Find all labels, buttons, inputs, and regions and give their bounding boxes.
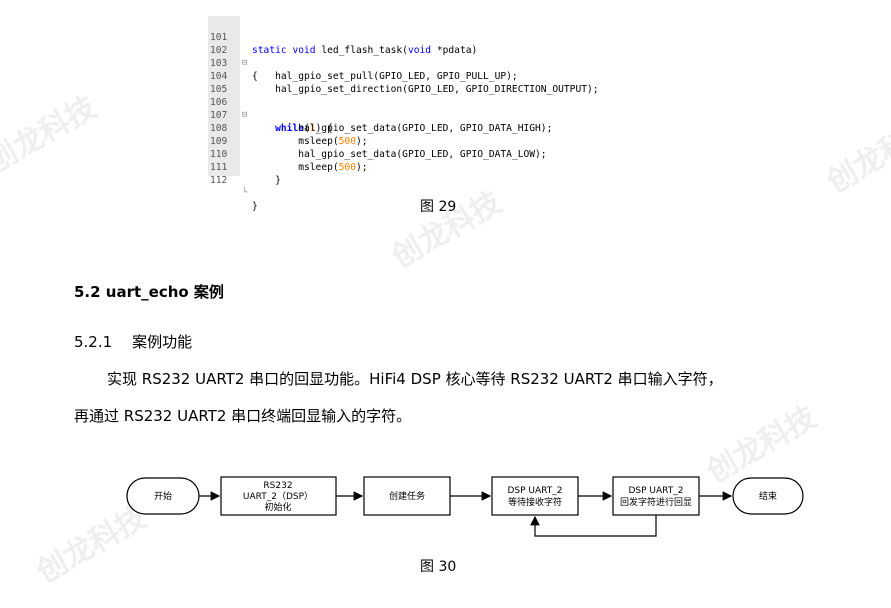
subsection-number: 5.2.1 bbox=[74, 333, 113, 351]
watermark: 创龙科技 bbox=[386, 184, 508, 276]
code-line: 112 └ } bbox=[208, 161, 664, 212]
init-label-line: 初始化 bbox=[264, 501, 291, 513]
code-line: 104 hal_gpio_set_direction(GPIO_LED, GPI… bbox=[208, 57, 664, 95]
subsection-heading: 5.2.1 案例功能 bbox=[74, 331, 192, 352]
param-text: *pdata) bbox=[431, 45, 478, 56]
code-text: } bbox=[252, 201, 258, 212]
end-label: 结束 bbox=[759, 490, 777, 502]
function-name: led_flash_task( bbox=[315, 45, 408, 56]
init-label-line: UART_2（DSP） bbox=[243, 491, 313, 502]
function-name: msleep( bbox=[298, 162, 339, 173]
line-number: 109 bbox=[210, 136, 228, 147]
code-line: 103 hal_gpio_set_pull(GPIO_LED, GPIO_PUL… bbox=[208, 44, 664, 82]
code-listing: 101 static void led_flash_task(void *pda… bbox=[208, 16, 664, 212]
code-line: 102 ⊟ { bbox=[208, 31, 664, 82]
keyword: while bbox=[275, 123, 304, 134]
echo-label-line: 回发字符进行回显 bbox=[620, 496, 692, 508]
code-line: 105 bbox=[208, 70, 664, 95]
echo-label-line: DSP UART_2 bbox=[629, 486, 684, 496]
code-line: 106 ⊟ while(1) { bbox=[210, 97, 333, 134]
line-number: 108 bbox=[210, 123, 228, 134]
watermark: 创龙科技 bbox=[821, 109, 891, 201]
fold-icon[interactable]: ⊟ bbox=[242, 58, 248, 68]
keyword: static bbox=[252, 45, 287, 56]
line-number: 105 bbox=[210, 84, 228, 95]
flowchart: 开始 RS232 UART_2（DSP） 初始化 创建任务 DSP UART_2… bbox=[126, 476, 804, 537]
code-text: { bbox=[252, 71, 258, 82]
number-literal: 500 bbox=[338, 136, 356, 147]
line-number: 101 bbox=[210, 32, 228, 43]
code-line: 111 } bbox=[208, 148, 664, 186]
line-number: 104 bbox=[210, 71, 228, 82]
function-name: msleep( bbox=[298, 136, 339, 147]
code-line: 101 static void led_flash_task(void *pda… bbox=[208, 18, 664, 56]
paragraph-line: 实现 RS232 UART2 串口的回显功能。HiFi4 DSP 核心等待 RS… bbox=[107, 370, 723, 388]
number-literal: 1 bbox=[309, 123, 316, 134]
start-label: 开始 bbox=[154, 490, 172, 502]
line-number: 111 bbox=[210, 162, 228, 173]
fold-icon[interactable]: ⊟ bbox=[242, 110, 248, 120]
figure-caption: 图 30 bbox=[420, 559, 457, 575]
fold-end-icon: └ bbox=[242, 188, 248, 198]
line-number: 110 bbox=[210, 149, 228, 160]
init-label-line: RS232 bbox=[263, 481, 292, 491]
end-node bbox=[732, 477, 804, 515]
code-line: 109 hal_gpio_set_data(GPIO_LED, GPIO_DAT… bbox=[208, 122, 664, 160]
watermark: 创龙科技 bbox=[0, 89, 103, 181]
figure-caption: 图 29 bbox=[420, 199, 457, 215]
wait-node bbox=[491, 476, 579, 516]
paragraph-line: 再通过 RS232 UART2 串口终端回显输入的字符。 bbox=[74, 407, 412, 425]
code-text: hal_gpio_set_data(GPIO_LED, GPIO_DATA_LO… bbox=[252, 149, 547, 160]
echo-node bbox=[612, 476, 700, 516]
keyword: void bbox=[407, 45, 432, 56]
code-text: hal_gpio_set_direction(GPIO_LED, GPIO_DI… bbox=[252, 84, 599, 95]
create-task-node bbox=[363, 476, 451, 516]
line-number: 107 bbox=[210, 110, 228, 121]
wait-label-line: 等待接收字符 bbox=[508, 496, 562, 508]
loop-arrow bbox=[530, 515, 657, 537]
line-number-gutter bbox=[208, 16, 240, 176]
code-line: 108 msleep(500); bbox=[210, 123, 368, 147]
line-number: 102 bbox=[210, 45, 228, 56]
create-task-label: 创建任务 bbox=[389, 490, 425, 502]
subsection-title: 案例功能 bbox=[132, 333, 193, 351]
number-literal: 500 bbox=[338, 162, 356, 173]
section-heading: 5.2 uart_echo 案例 bbox=[74, 283, 224, 301]
line-number: 106 bbox=[210, 97, 228, 108]
keyword: void bbox=[292, 45, 316, 56]
code-line: 107 hal_gpio_set_data(GPIO_LED, GPIO_DAT… bbox=[208, 96, 664, 134]
code-text: hal_gpio_set_pull(GPIO_LED, GPIO_PULL_UP… bbox=[252, 71, 518, 82]
code-line: 110 msleep(500); bbox=[210, 149, 368, 173]
code-text: hal_gpio_set_data(GPIO_LED, GPIO_DATA_HI… bbox=[252, 123, 553, 134]
line-number: 112 bbox=[210, 175, 228, 186]
code-text: } bbox=[252, 175, 281, 186]
wait-label-line: DSP UART_2 bbox=[508, 486, 563, 496]
line-number: 103 bbox=[210, 58, 228, 69]
